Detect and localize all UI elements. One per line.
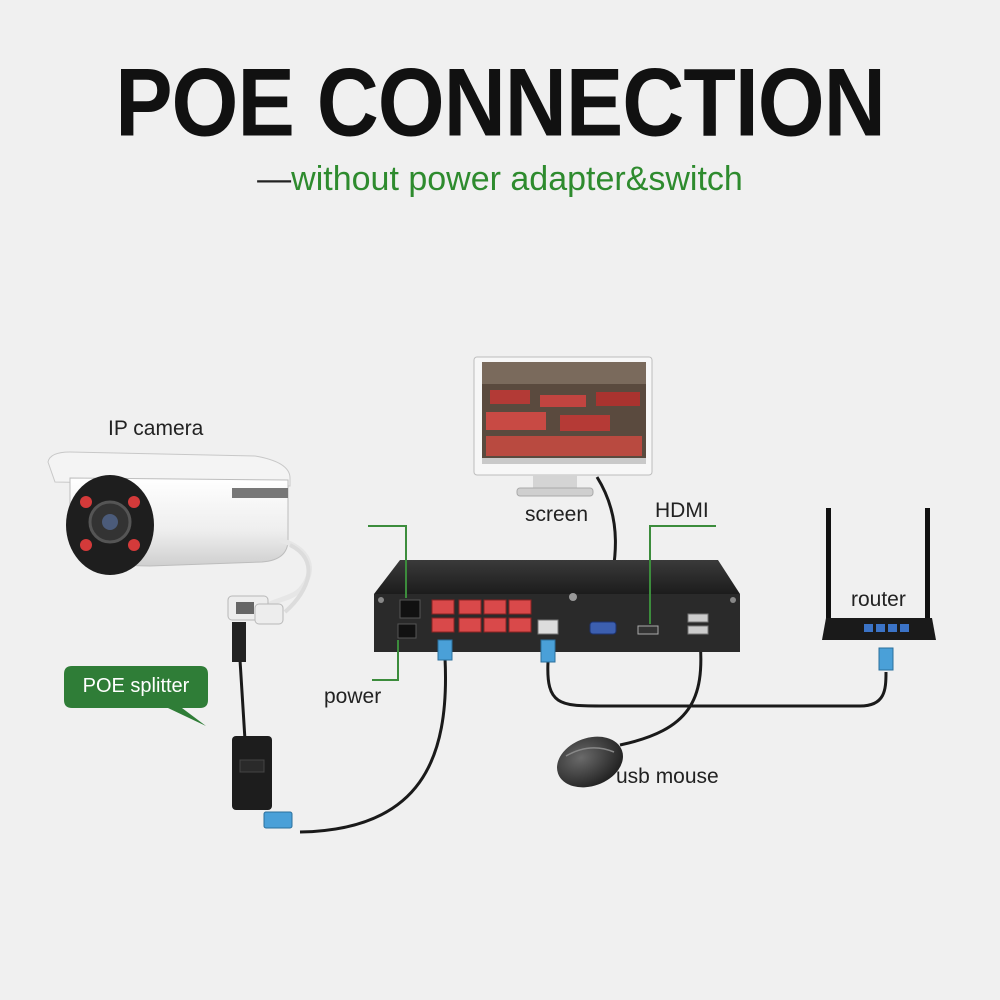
splitter-body bbox=[232, 736, 272, 810]
monitor-stand-base bbox=[516, 487, 594, 497]
label-router: router bbox=[851, 588, 906, 611]
cable-usb-to-mouse bbox=[619, 639, 703, 747]
cables bbox=[238, 476, 888, 834]
page-subtitle: —without power adapter&switch bbox=[0, 160, 1000, 199]
callout-hdmi bbox=[649, 525, 716, 624]
nvr-dc-jack bbox=[397, 623, 417, 639]
nvr-power-switch bbox=[399, 599, 421, 619]
label-power: power bbox=[324, 685, 382, 708]
callout-power-switch bbox=[368, 525, 407, 598]
router bbox=[822, 508, 936, 671]
router-cable-connector bbox=[878, 647, 894, 671]
label-usb-mouse: usb mouse bbox=[616, 765, 719, 788]
nvr-usb-port-2 bbox=[687, 625, 709, 635]
poe-nvr bbox=[374, 560, 740, 663]
poe-splitter-bubble-shape bbox=[64, 666, 208, 726]
ip-camera bbox=[47, 451, 312, 625]
callout-power-jack bbox=[372, 640, 399, 681]
label-ip-camera: IP camera bbox=[108, 417, 204, 440]
camera-dc-jack bbox=[254, 603, 284, 625]
ir-led-3 bbox=[80, 539, 92, 551]
ir-led-1 bbox=[80, 496, 92, 508]
nvr-usb-port-1 bbox=[687, 613, 709, 623]
monitor bbox=[473, 356, 653, 497]
nvr-vga-port bbox=[589, 621, 617, 635]
subtitle-text: without power adapter&switch bbox=[291, 160, 743, 198]
poe-splitter bbox=[232, 622, 293, 829]
splitter-rj45-connector bbox=[263, 811, 293, 829]
page-title: POE CONNECTION bbox=[115, 49, 886, 157]
callout-lines bbox=[368, 525, 716, 681]
cable-nvr-to-splitter bbox=[299, 657, 447, 834]
nvr-poe-ports bbox=[431, 599, 532, 633]
nvr-poe-cable-connector bbox=[437, 639, 453, 661]
ir-led-4 bbox=[128, 539, 140, 551]
nvr-top bbox=[374, 560, 740, 594]
router-antenna-right bbox=[925, 508, 930, 626]
nvr-lan-port bbox=[537, 619, 559, 635]
cable-nvr-to-router bbox=[546, 661, 888, 708]
label-hdmi: HDMI bbox=[655, 499, 709, 522]
nvr-hdmi-port bbox=[637, 625, 659, 635]
subtitle-dash: — bbox=[257, 160, 292, 198]
cable-camera-to-splitter bbox=[238, 659, 247, 741]
ir-led-2 bbox=[128, 496, 140, 508]
label-poe-splitter: POE splitter bbox=[82, 675, 190, 697]
nvr-lan-cable-connector bbox=[540, 639, 556, 663]
usb-mouse bbox=[557, 736, 623, 788]
label-screen: screen bbox=[525, 503, 589, 526]
router-antenna-left bbox=[826, 508, 831, 626]
